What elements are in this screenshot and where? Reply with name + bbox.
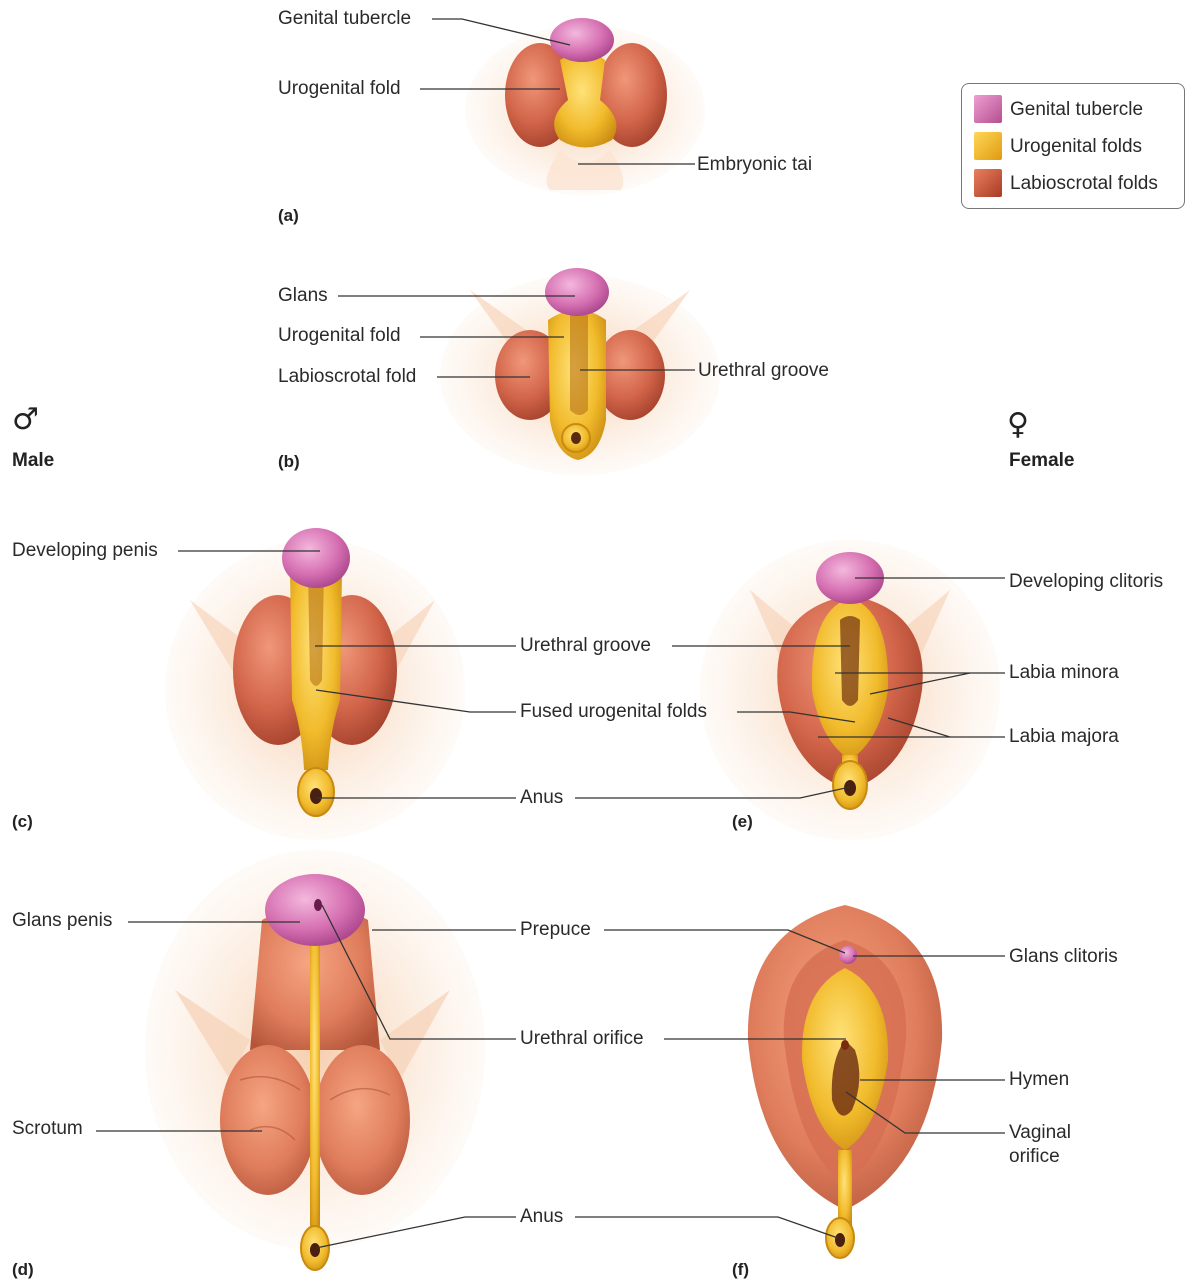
- label-anus-c: Anus: [520, 787, 563, 809]
- panel-c-drawing: [165, 528, 465, 840]
- label-hymen: Hymen: [1009, 1069, 1069, 1091]
- panel-c-label: (c): [12, 812, 33, 832]
- legend-label: Urogenital folds: [1010, 136, 1142, 158]
- male-symbol-icon: ♂: [12, 405, 39, 435]
- genital-tubercle-shape: [550, 18, 614, 62]
- genital-tubercle-swatch: [974, 95, 1002, 123]
- label-prepuce: Prepuce: [520, 919, 591, 941]
- panel-d-drawing: [145, 850, 485, 1270]
- label-labioscrotal-fold: Labioscrotal fold: [278, 366, 416, 388]
- urogenital-folds-swatch: [974, 132, 1002, 160]
- labioscrotal-folds-swatch: [974, 169, 1002, 197]
- label-labia-majora: Labia majora: [1009, 726, 1119, 748]
- label-developing-clitoris: Developing clitoris: [1009, 571, 1163, 593]
- label-developing-penis: Developing penis: [12, 540, 158, 562]
- panel-b-drawing: [440, 268, 720, 475]
- label-labia-minora: Labia minora: [1009, 662, 1119, 684]
- panel-b-label: (b): [278, 452, 300, 472]
- legend-label: Genital tubercle: [1010, 99, 1143, 121]
- panel-a-label: (a): [278, 206, 299, 226]
- label-urethral-groove-b: Urethral groove: [698, 360, 829, 382]
- label-anus-d: Anus: [520, 1206, 563, 1228]
- label-vaginal-orifice-line1: Vaginal: [1009, 1122, 1071, 1144]
- female-symbol-icon: ♀: [1007, 410, 1029, 440]
- legend: Genital tubercle Urogenital folds Labios…: [961, 83, 1185, 209]
- panel-a-drawing: [465, 18, 705, 195]
- panel-f-label: (f): [732, 1260, 749, 1280]
- panel-d-label: (d): [12, 1260, 34, 1280]
- label-urethral-orifice: Urethral orifice: [520, 1028, 644, 1050]
- label-urogenital-fold: Urogenital fold: [278, 78, 401, 100]
- male-heading: Male: [12, 450, 54, 472]
- panel-f-drawing: [748, 905, 942, 1258]
- label-genital-tubercle: Genital tubercle: [278, 8, 411, 30]
- panel-e-drawing: [700, 540, 1000, 840]
- female-heading: Female: [1009, 450, 1074, 472]
- label-glans: Glans: [278, 285, 328, 307]
- label-fused-urogenital-folds: Fused urogenital folds: [520, 701, 707, 723]
- label-urethral-groove: Urethral groove: [520, 635, 651, 657]
- panel-e-label: (e): [732, 812, 753, 832]
- label-glans-clitoris: Glans clitoris: [1009, 946, 1118, 968]
- legend-label: Labioscrotal folds: [1010, 173, 1158, 195]
- label-urogenital-fold-b: Urogenital fold: [278, 325, 401, 347]
- label-glans-penis: Glans penis: [12, 910, 112, 932]
- label-scrotum: Scrotum: [12, 1118, 83, 1140]
- label-embryonic-tail: Embryonic tai: [697, 154, 812, 176]
- label-vaginal-orifice-line2: orifice: [1009, 1146, 1060, 1168]
